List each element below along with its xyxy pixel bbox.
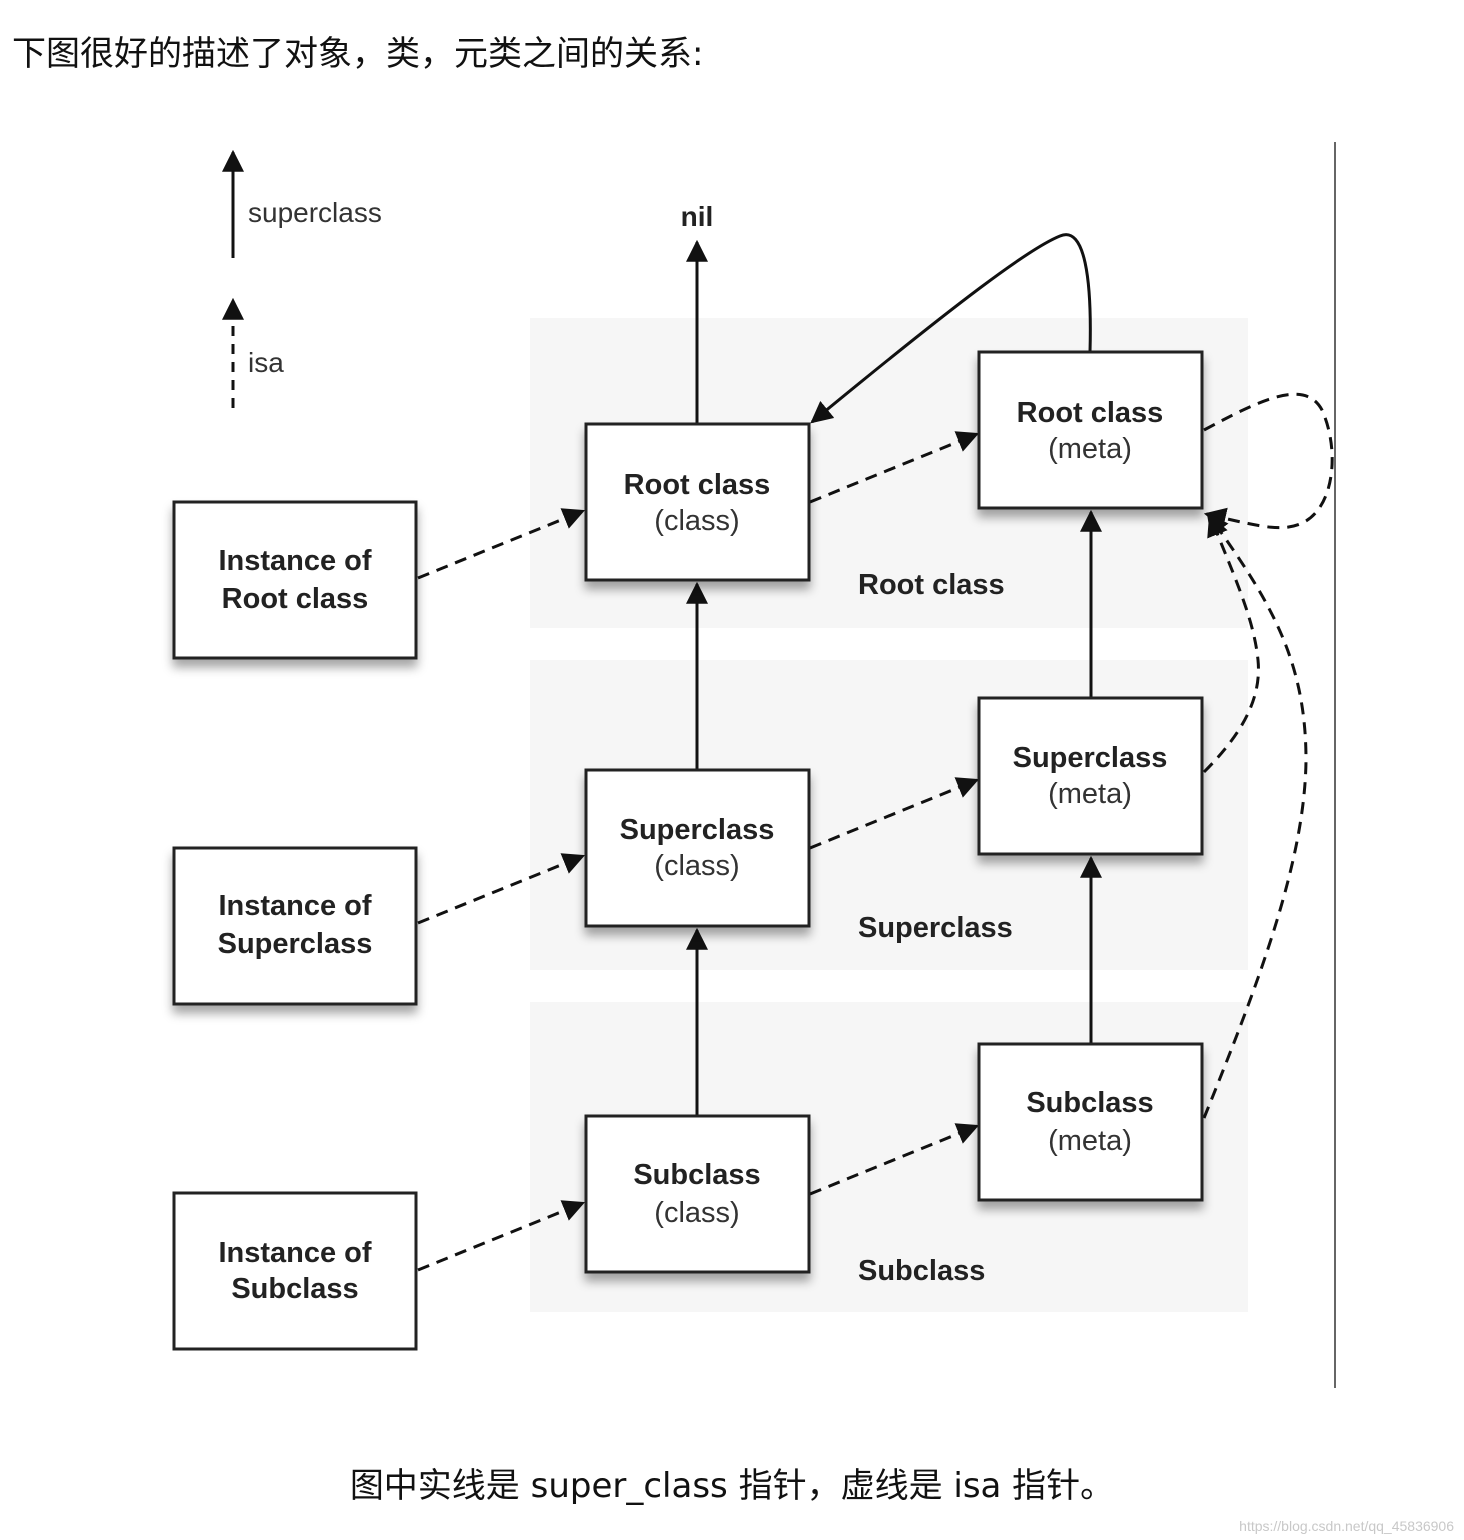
- nil-label: nil: [681, 201, 714, 232]
- watermark: https://blog.csdn.net/qq_45836906: [1239, 1518, 1454, 1534]
- legend-isa-label: isa: [248, 347, 284, 378]
- instance-root-line2: Root class: [222, 583, 369, 615]
- meta-box-root: Root class (meta): [977, 350, 1204, 510]
- superclass-meta-isa-arrow: [1202, 513, 1260, 774]
- subclass-meta-isa-arrow: [1202, 512, 1308, 1119]
- class-superclass-title: Superclass: [620, 814, 775, 846]
- instance-subclass-line2: Subclass: [231, 1273, 358, 1305]
- meta-box-subclass: Subclass (meta): [977, 1042, 1204, 1202]
- subclass-class-isa-arrow: [809, 1123, 980, 1196]
- row-label-root: Root class: [858, 569, 1005, 601]
- meta-box-superclass: Superclass (meta): [977, 696, 1204, 856]
- instance-subclass-line1: Instance of: [218, 1237, 371, 1269]
- superclass-instance-isa-arrow: [417, 853, 586, 925]
- meta-root-sub: (meta): [1048, 433, 1132, 465]
- instance-box-superclass: Instance of Superclass: [172, 846, 418, 1006]
- instance-superclass-line2: Superclass: [218, 928, 373, 960]
- class-root-title: Root class: [624, 469, 771, 501]
- root-class-isa-arrow: [809, 431, 980, 504]
- row-label-subclass: Subclass: [858, 1255, 985, 1287]
- root-meta-to-root-class-arrow: [810, 233, 1092, 424]
- intro-text: 下图很好的描述了对象，类，元类之间的关系:: [12, 34, 704, 74]
- row-label-superclass: Superclass: [858, 912, 1013, 944]
- legend: superclass isa: [222, 149, 382, 408]
- class-subclass-title: Subclass: [633, 1159, 760, 1191]
- class-subclass-sub: (class): [654, 1197, 739, 1229]
- class-box-superclass: Superclass (class): [584, 768, 811, 928]
- class-box-root: Root class (class): [584, 422, 811, 582]
- caption-text: 图中实线是 super_class 指针，虚线是 isa 指针。: [349, 1466, 1115, 1506]
- class-root-sub: (class): [654, 505, 739, 537]
- instance-superclass-line1: Instance of: [218, 890, 371, 922]
- superclass-class-isa-arrow: [809, 777, 980, 850]
- meta-subclass-sub: (meta): [1048, 1125, 1132, 1157]
- instance-root-line1: Instance of: [218, 545, 371, 577]
- root-instance-isa-arrow: [417, 508, 586, 580]
- legend-superclass-label: superclass: [248, 197, 382, 228]
- subclass-instance-isa-arrow: [417, 1200, 586, 1272]
- isa-arrows: [417, 392, 1334, 1272]
- meta-superclass-sub: (meta): [1048, 778, 1132, 810]
- root-meta-self-isa-arrow: [1203, 392, 1334, 530]
- class-superclass-sub: (class): [654, 850, 739, 882]
- meta-superclass-title: Superclass: [1013, 742, 1168, 774]
- meta-root-title: Root class: [1017, 397, 1164, 429]
- meta-subclass-title: Subclass: [1026, 1087, 1153, 1119]
- superclass-arrows: [686, 233, 1102, 1116]
- class-box-subclass: Subclass (class): [584, 1114, 811, 1274]
- instance-box-root: Instance of Root class: [172, 500, 418, 660]
- instance-box-subclass: Instance of Subclass: [172, 1191, 418, 1351]
